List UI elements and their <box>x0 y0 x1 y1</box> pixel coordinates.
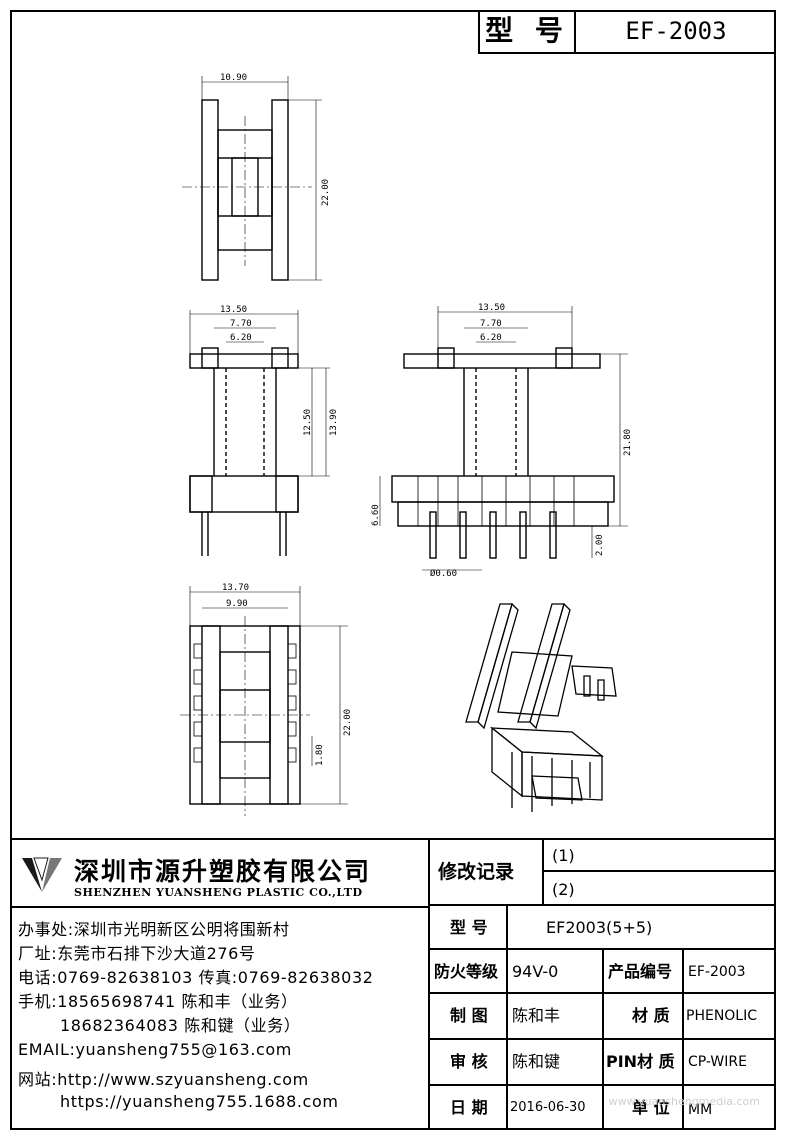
watermark: www.yuanshengmedia.com <box>608 1095 760 1108</box>
title-block: 深圳市源升塑胶有限公司 SHENZHEN YUANSHENG PLASTIC C… <box>10 838 776 1130</box>
model-header-value: EF-2003 <box>625 17 727 45</box>
mobile-1: 手机:18565698741 陈和丰（业务） <box>18 992 298 1011</box>
spec-unit-value: MM <box>688 1102 713 1118</box>
spec-fire-label: 防火等级 <box>434 962 499 981</box>
top-view: 10.90 22.00 <box>182 73 331 281</box>
spec-material-label: 材 质 <box>632 1006 670 1025</box>
model-header: 型 号 EF-2003 <box>478 10 776 54</box>
drawing-frame <box>10 10 776 1130</box>
side-view: 13.50 7.70 6.20 21.80 6.60 2.00 Ø0.60 <box>371 303 633 579</box>
model-header-label: 型 号 <box>480 10 576 52</box>
spec-drawn-label: 制 图 <box>450 1006 488 1025</box>
dim-front-outer: 13.50 <box>220 305 247 315</box>
divider <box>682 948 684 1130</box>
factory-address: 厂址:东莞市石排下沙大道276号 <box>18 944 256 963</box>
divider <box>428 840 430 1130</box>
dim-side-mid: 7.70 <box>480 319 502 329</box>
email: EMAIL:yuansheng755@163.com <box>18 1040 292 1059</box>
divider <box>428 992 774 994</box>
dim-side-outer: 13.50 <box>478 303 505 313</box>
spec-check-label: 审 核 <box>450 1052 488 1071</box>
website-2: https://yuansheng755.1688.com <box>60 1092 339 1111</box>
divider <box>428 904 774 906</box>
dim-bottom-height: 22.00 <box>343 709 353 736</box>
divider <box>506 904 508 1130</box>
mobile-2: 18682364083 陈和键（业务） <box>60 1016 301 1035</box>
dim-front-mid: 7.70 <box>230 319 252 329</box>
spec-code-value: EF-2003 <box>688 964 746 980</box>
company-name-cn: 深圳市源升塑胶有限公司 <box>74 857 372 886</box>
divider <box>10 906 428 908</box>
divider <box>428 948 774 950</box>
dim-bottom-outer: 13.70 <box>222 583 249 593</box>
company-logo <box>20 852 64 896</box>
spec-unit-label: 单 位 <box>632 1098 670 1117</box>
spec-material-value: PHENOLIC <box>686 1008 758 1024</box>
dim-bottom-inner: 9.90 <box>226 599 248 609</box>
revision-1: (1) <box>552 846 575 865</box>
dim-side-inner: 6.20 <box>480 333 502 343</box>
dim-side-pin-dia: Ø0.60 <box>430 568 457 579</box>
spec-model-value: EF2003(5+5) <box>546 918 653 937</box>
divider <box>542 870 774 872</box>
spec-date-label: 日 期 <box>450 1098 488 1117</box>
spec-check-value: 陈和键 <box>512 1052 561 1071</box>
dim-top-width: 10.90 <box>220 73 247 83</box>
revision-label: 修改记录 <box>438 861 515 883</box>
spec-code-label: 产品编号 <box>608 962 673 981</box>
divider <box>428 1038 774 1040</box>
dim-front-h2: 13.90 <box>329 409 339 436</box>
dim-side-pin-len: 2.00 <box>595 534 605 556</box>
divider <box>428 1084 774 1086</box>
isometric-view <box>465 602 617 812</box>
divider <box>602 948 604 1130</box>
spec-date-value: 2016-06-30 <box>510 1100 586 1115</box>
revision-2: (2) <box>552 880 575 899</box>
dim-front-inner: 6.20 <box>230 333 252 343</box>
bottom-view: 13.70 9.90 22.00 1.80 <box>180 583 353 816</box>
technical-drawing: 10.90 22.00 13.50 7.70 6.20 12 <box>180 73 633 816</box>
spec-pin-value: CP-WIRE <box>688 1054 747 1070</box>
company-name-en: SHENZHEN YUANSHENG PLASTIC CO.,LTD <box>74 886 363 899</box>
spec-pin-label: PIN材 质 <box>606 1052 675 1071</box>
dim-bottom-pitch: 1.80 <box>315 744 325 766</box>
front-view: 13.50 7.70 6.20 12.50 13.90 <box>189 305 339 556</box>
divider <box>542 840 544 904</box>
website-1: 网站:http://www.szyuansheng.com <box>18 1070 309 1089</box>
dim-front-h1: 12.50 <box>303 409 313 436</box>
dim-top-height: 22.00 <box>321 179 331 206</box>
spec-fire-value: 94V-0 <box>512 962 559 981</box>
phone-fax: 电话:0769-82638103 传真:0769-82638032 <box>18 968 374 987</box>
spec-model-label: 型 号 <box>450 918 488 937</box>
dim-side-base: 6.60 <box>371 504 381 526</box>
dim-side-height: 21.80 <box>623 429 633 456</box>
spec-drawn-value: 陈和丰 <box>512 1006 561 1025</box>
office-address: 办事处:深圳市光明新区公明将围新村 <box>18 920 290 939</box>
